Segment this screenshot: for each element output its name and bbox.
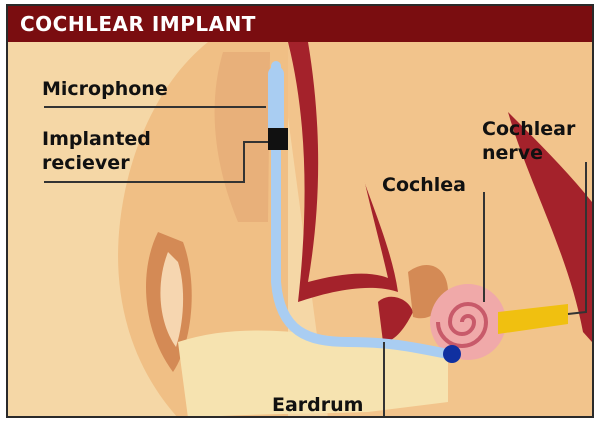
- diagram-frame: COCHLEAR IMPLANT: [6, 4, 594, 418]
- label-cochlear-nerve-1: Cochlear: [482, 118, 575, 140]
- microphone-device: [268, 66, 284, 136]
- label-cochlear-nerve-2: nerve: [482, 142, 543, 164]
- label-eardrum: Eardrum: [272, 394, 363, 416]
- label-cochlea: Cochlea: [382, 174, 466, 196]
- receiver-device: [268, 128, 288, 150]
- label-receiver-1: Implanted: [42, 128, 151, 150]
- label-receiver-2: reciever: [42, 152, 130, 174]
- diagram-title: COCHLEAR IMPLANT: [8, 6, 592, 42]
- electrode-tip: [443, 345, 461, 363]
- label-microphone: Microphone: [42, 78, 168, 100]
